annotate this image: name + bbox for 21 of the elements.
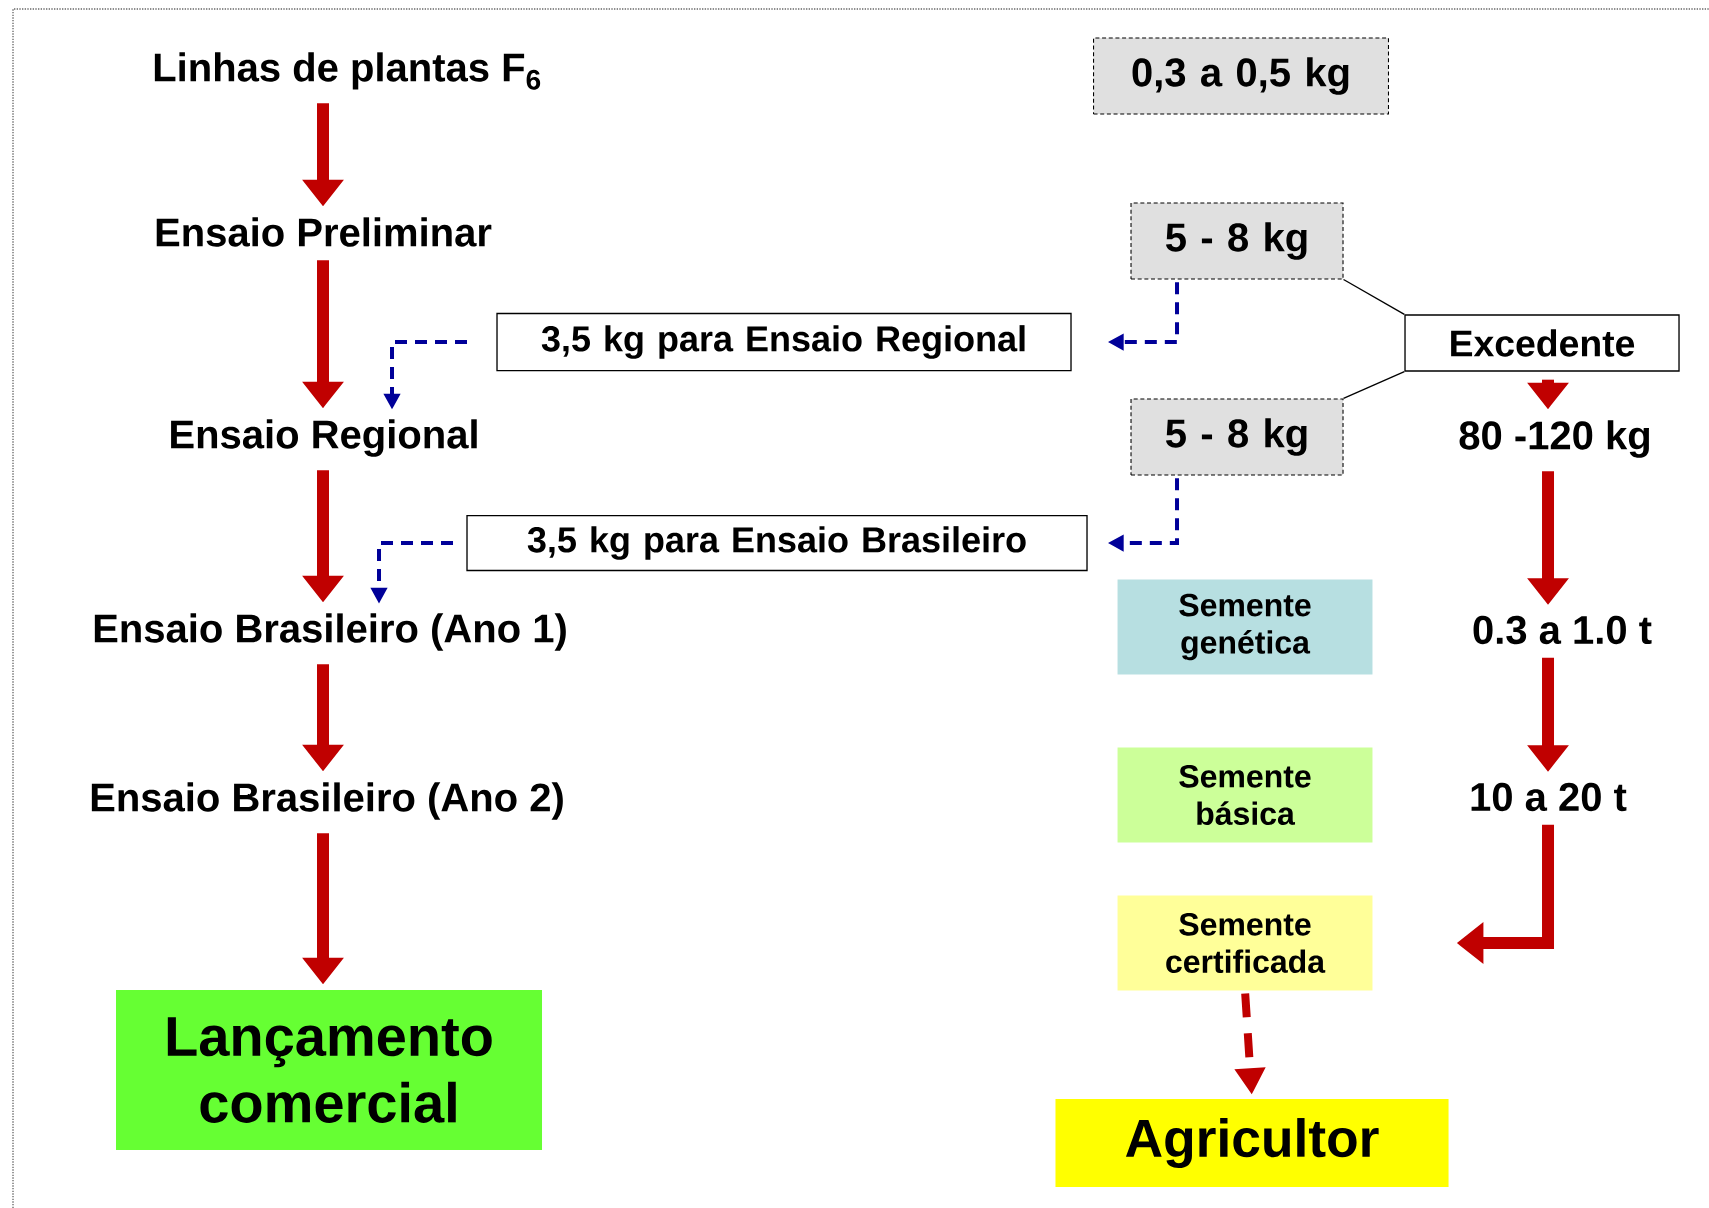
note-box: 3,5 kg para Ensaio Brasileiro	[466, 514, 1088, 572]
stage-label: Ensaio Regional	[171, 419, 477, 457]
stage-label: Ensaio Preliminar	[156, 217, 492, 247]
seed-box: Semente genética	[1117, 579, 1373, 675]
amount-box: 5 - 8 kg	[1130, 202, 1344, 280]
connector-line	[1342, 278, 1405, 315]
stage-label: 10 a 20 t	[1471, 782, 1627, 812]
connector-line	[1342, 371, 1405, 400]
note-box: Excedente	[1404, 314, 1680, 372]
stage-label: Linhas de plantas F$_{6}$	[154, 52, 541, 90]
amount-box: 5 - 8 kg	[1130, 398, 1344, 476]
stage-label: Ensaio Brasileiro (Ano 1)	[94, 613, 566, 651]
stage-label: 80 -120 kg	[1459, 420, 1649, 458]
seed-box: Semente básica	[1117, 747, 1373, 843]
stage-label: Ensaio Brasileiro (Ano 2)	[91, 782, 563, 820]
note-box: 3,5 kg para Ensaio Regional	[496, 312, 1072, 372]
seed-box: Lançamento comercial	[116, 990, 542, 1150]
amount-box: 0,3 a 0,5 kg	[1093, 37, 1389, 115]
stage-label: 0.3 a 1.0 t	[1473, 615, 1652, 645]
seed-box: Agricultor	[1055, 1099, 1449, 1187]
seed-box: Semente certificada	[1117, 895, 1373, 991]
